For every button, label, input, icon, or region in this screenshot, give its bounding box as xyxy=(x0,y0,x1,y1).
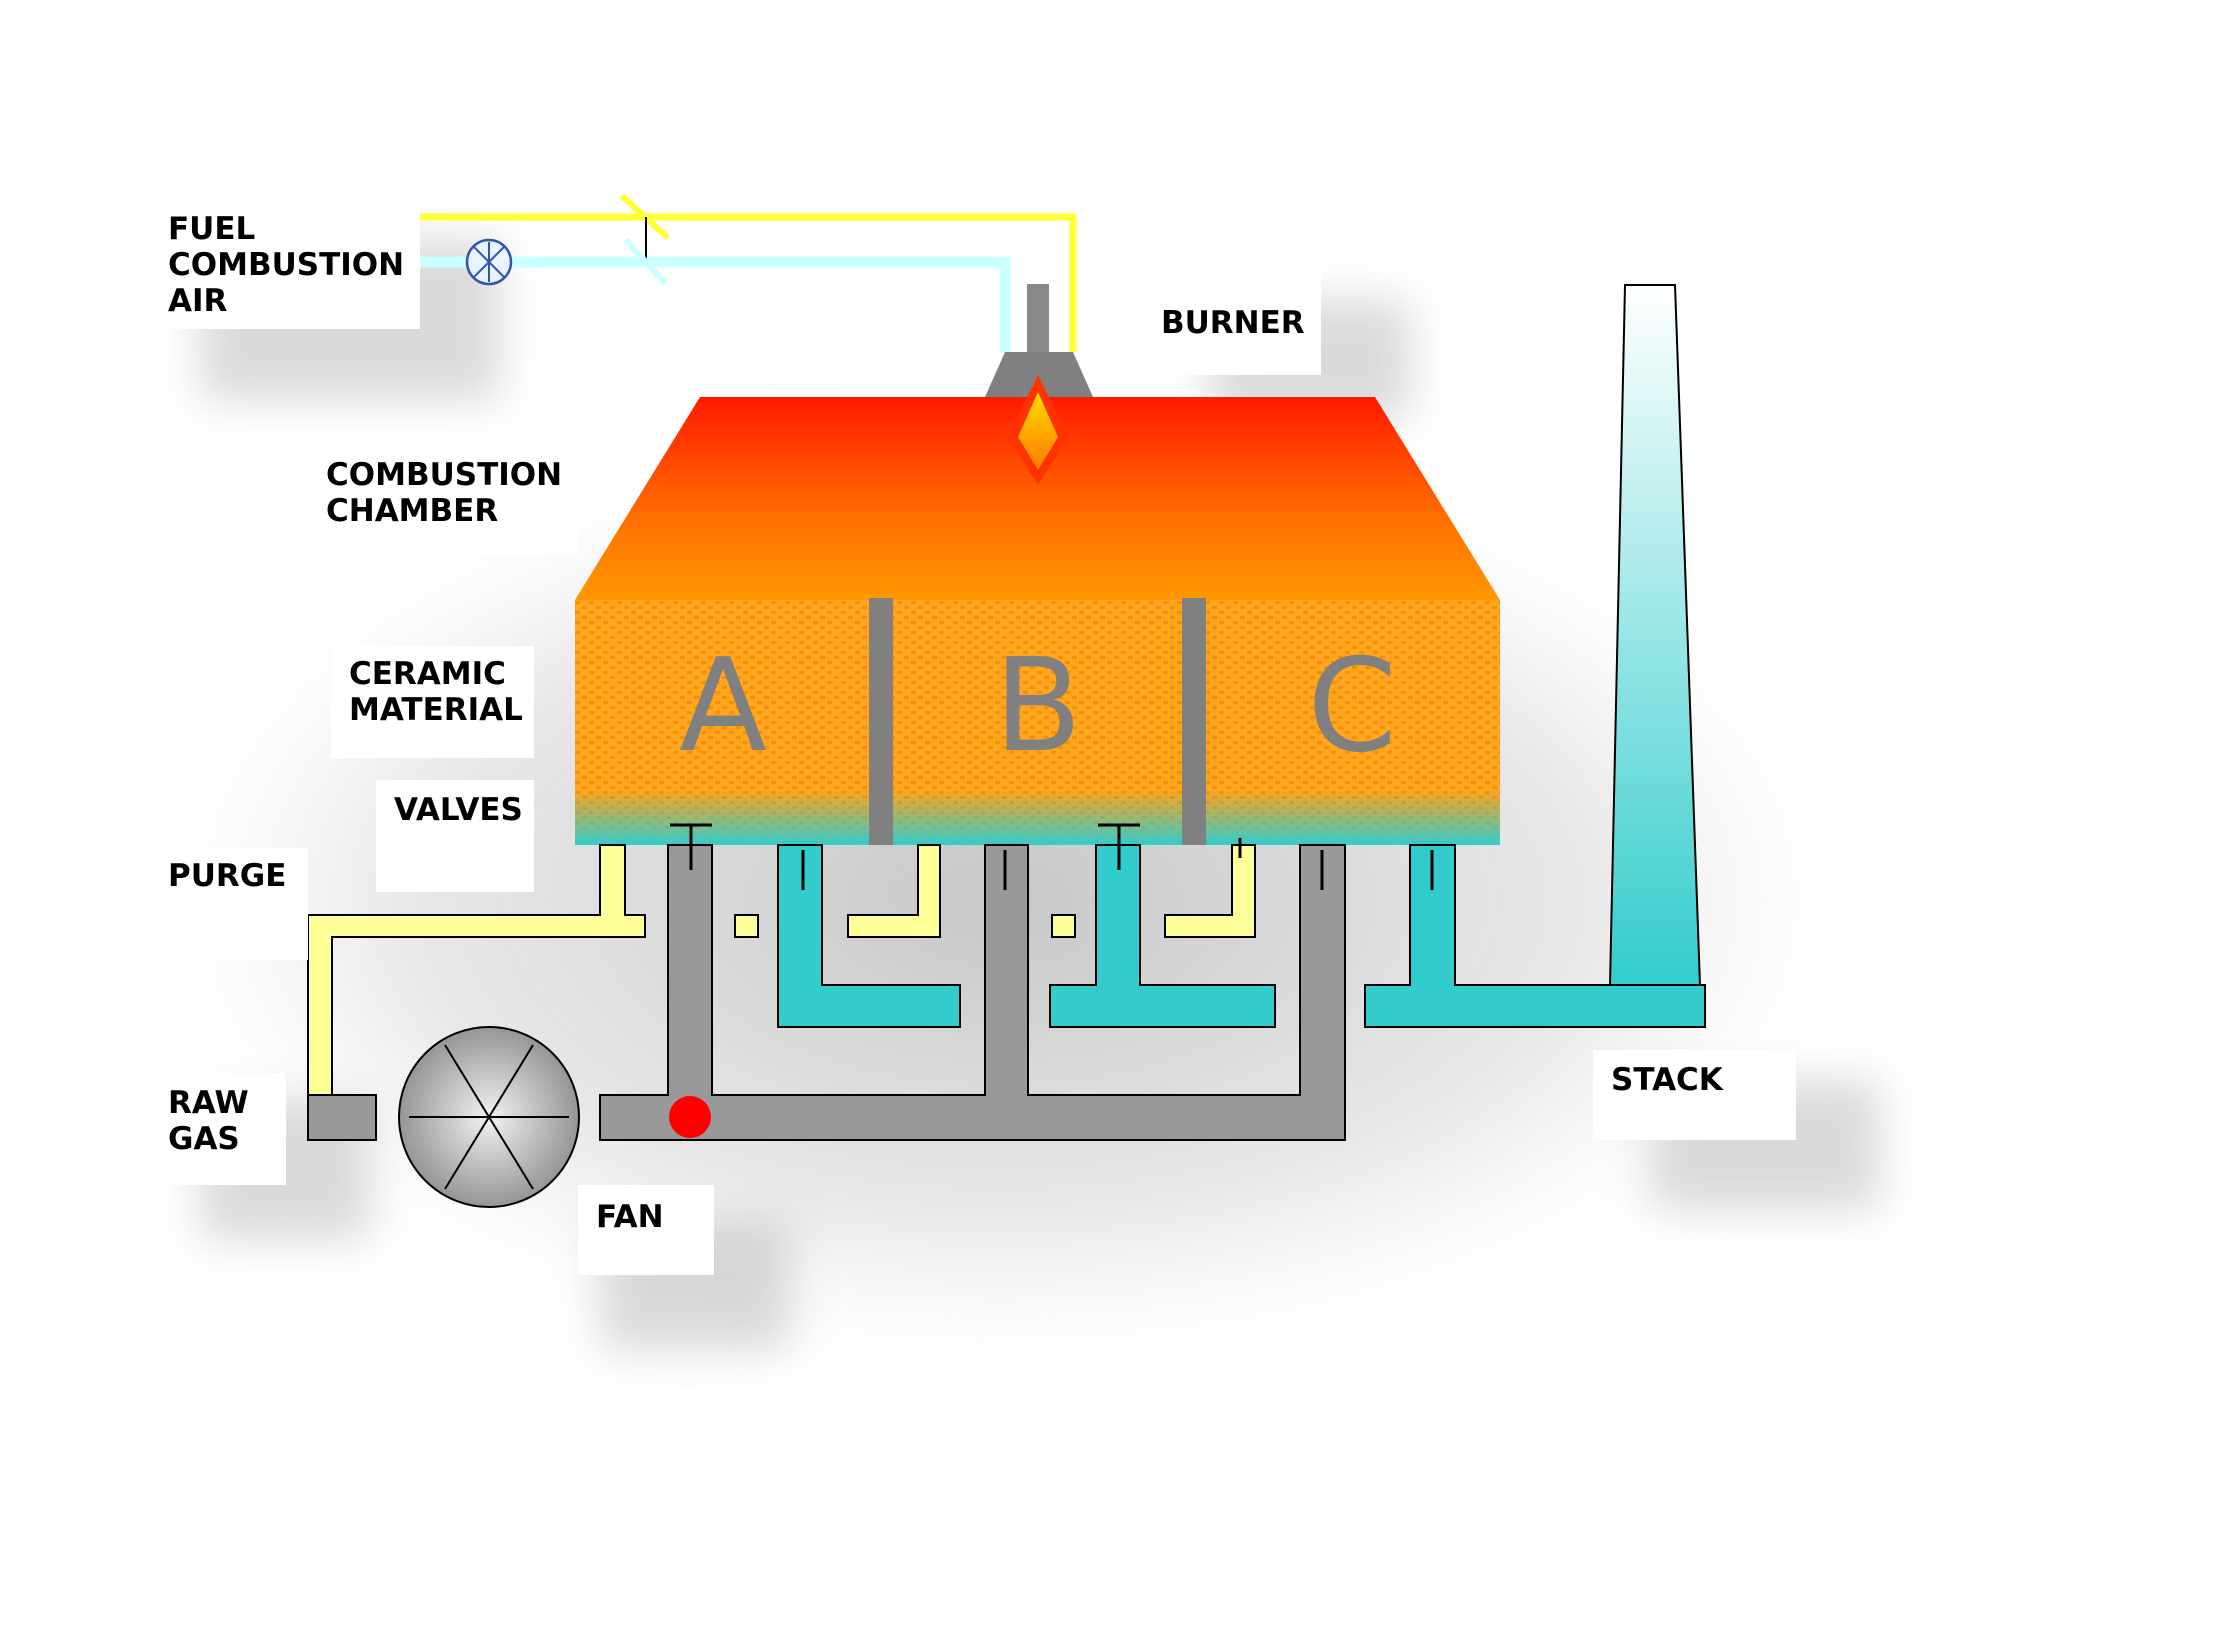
cell-label-c: C xyxy=(1307,632,1396,781)
label-line: RAW xyxy=(168,1085,249,1121)
label-valves: VALVES xyxy=(376,780,534,892)
label-fuel-combustion-air: FUEL COMBUSTION AIR xyxy=(150,195,420,329)
clean-gas-duct xyxy=(777,844,1706,1028)
label-fan: FAN xyxy=(578,1185,714,1275)
label-line: COMBUSTION xyxy=(168,247,405,283)
ceramic-bed xyxy=(575,600,1500,845)
label-line: CERAMIC xyxy=(349,656,506,692)
label-line: STACK xyxy=(1611,1062,1723,1098)
label-line: PURGE xyxy=(168,858,287,894)
cell-label-a: A xyxy=(679,632,767,781)
label-line: CHAMBER xyxy=(326,493,499,529)
label-purge: PURGE xyxy=(150,848,308,960)
valve-stems xyxy=(670,823,1434,890)
combustion-air-line xyxy=(420,256,1011,352)
flame-icon xyxy=(1008,375,1068,485)
label-line: FAN xyxy=(596,1199,664,1235)
label-combustion-chamber: COMBUSTION CHAMBER xyxy=(308,443,578,555)
cell-label-b: B xyxy=(994,632,1082,781)
fuel-line xyxy=(420,213,1077,352)
fuel-valve-icon xyxy=(619,193,671,287)
label-line: COMBUSTION xyxy=(326,457,563,493)
label-line: FUEL xyxy=(168,211,256,247)
ceramic-dividers xyxy=(869,598,1206,845)
label-burner: BURNER xyxy=(1143,263,1321,375)
label-ceramic-material: CERAMIC MATERIAL xyxy=(331,646,534,758)
status-indicator xyxy=(669,1096,711,1138)
stack xyxy=(1608,284,1702,986)
label-line: MATERIAL xyxy=(349,692,523,728)
fan-icon xyxy=(398,1026,580,1208)
cell-labels: A B C xyxy=(679,632,1396,781)
combustion-chamber xyxy=(575,397,1500,600)
air-fan-icon xyxy=(465,238,513,286)
label-stack: STACK xyxy=(1593,1050,1796,1140)
label-raw-gas: RAW GAS xyxy=(150,1073,286,1185)
label-line: GAS xyxy=(168,1121,240,1157)
label-line: BURNER xyxy=(1161,305,1305,341)
burner xyxy=(985,284,1093,397)
label-line: VALVES xyxy=(394,792,523,828)
label-line: AIR xyxy=(168,283,228,319)
purge-duct xyxy=(307,844,1256,1096)
